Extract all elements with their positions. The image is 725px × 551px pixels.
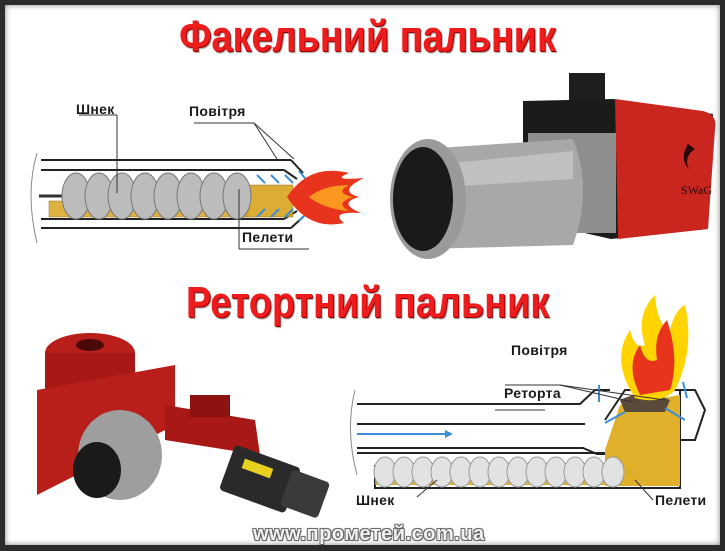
label-retort: Реторта — [504, 385, 561, 401]
retort-burner-diagram — [350, 295, 707, 501]
label-auger-retort: Шнек — [356, 492, 395, 508]
brand-logo: SWaG — [681, 183, 712, 197]
label-air-retort: Повітря — [511, 342, 568, 358]
retort-burner-photo — [37, 333, 330, 518]
title-retort-burner: Ретортний пальник — [185, 278, 550, 327]
torch-burner-photo: SWaG — [390, 73, 716, 259]
title-torch-burner: Факельний пальник — [179, 12, 556, 61]
label-pellets-torch: Пелети — [242, 229, 294, 245]
website-url: www.прометей.com.ua — [253, 523, 485, 545]
label-air-torch: Повітря — [189, 103, 246, 119]
label-pellets-retort: Пелети — [655, 492, 707, 508]
label-auger-torch: Шнек — [76, 101, 115, 117]
torch-burner-diagram — [30, 114, 364, 250]
